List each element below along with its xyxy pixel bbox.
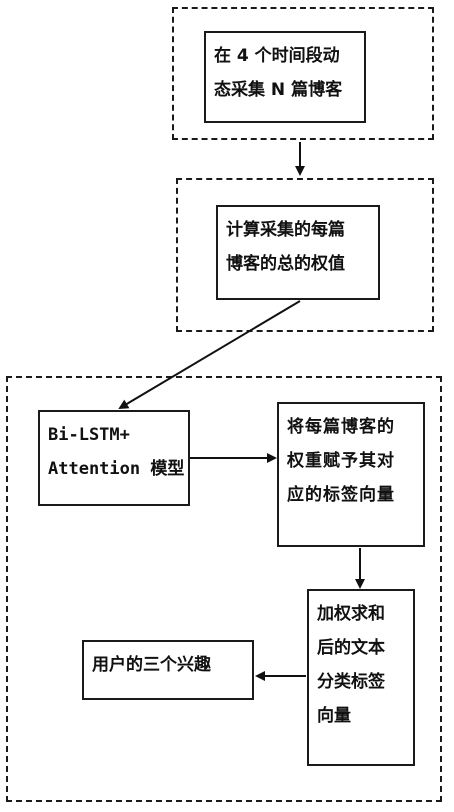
node-interests-line-1: 用户的三个兴趣 <box>92 655 211 675</box>
node-user-interests: 用户的三个兴趣 <box>82 640 254 700</box>
node-assign-line-2: 权重赋予其对 <box>287 451 395 471</box>
node-weighted-sum-vector: 加权求和 后的文本 分类标签 向量 <box>307 589 415 766</box>
arrow-weight-to-model <box>118 300 301 410</box>
node-collect-line-2: 态采集 N 篇博客 <box>214 80 343 100</box>
node-assign-weights: 将每篇博客的 权重赋予其对 应的标签向量 <box>277 402 425 547</box>
node-collect-blogs: 在 4 个时间段动 态采集 N 篇博客 <box>204 31 366 123</box>
stage-2-group <box>176 178 434 332</box>
node-sum-line-3: 分类标签 <box>317 672 385 692</box>
node-collect-line-1: 在 4 个时间段动 <box>214 46 340 66</box>
node-assign-line-1: 将每篇博客的 <box>287 417 395 437</box>
node-bilstm-attention-model: Bi-LSTM+ Attention 模型 <box>38 410 190 506</box>
node-compute-weights: 计算采集的每篇 博客的总的权值 <box>216 205 380 300</box>
node-sum-line-2: 后的文本 <box>317 638 385 658</box>
node-model-line-2: Attention 模型 <box>48 459 185 479</box>
node-weight-line-2: 博客的总的权值 <box>226 254 345 274</box>
node-sum-line-4: 向量 <box>317 706 351 726</box>
node-assign-line-3: 应的标签向量 <box>287 485 395 505</box>
node-weight-line-1: 计算采集的每篇 <box>226 220 345 240</box>
stage-3-group <box>6 376 442 802</box>
node-sum-line-1: 加权求和 <box>317 604 385 624</box>
node-model-line-1: Bi-LSTM+ <box>48 425 130 445</box>
stage-1-group <box>172 7 434 140</box>
